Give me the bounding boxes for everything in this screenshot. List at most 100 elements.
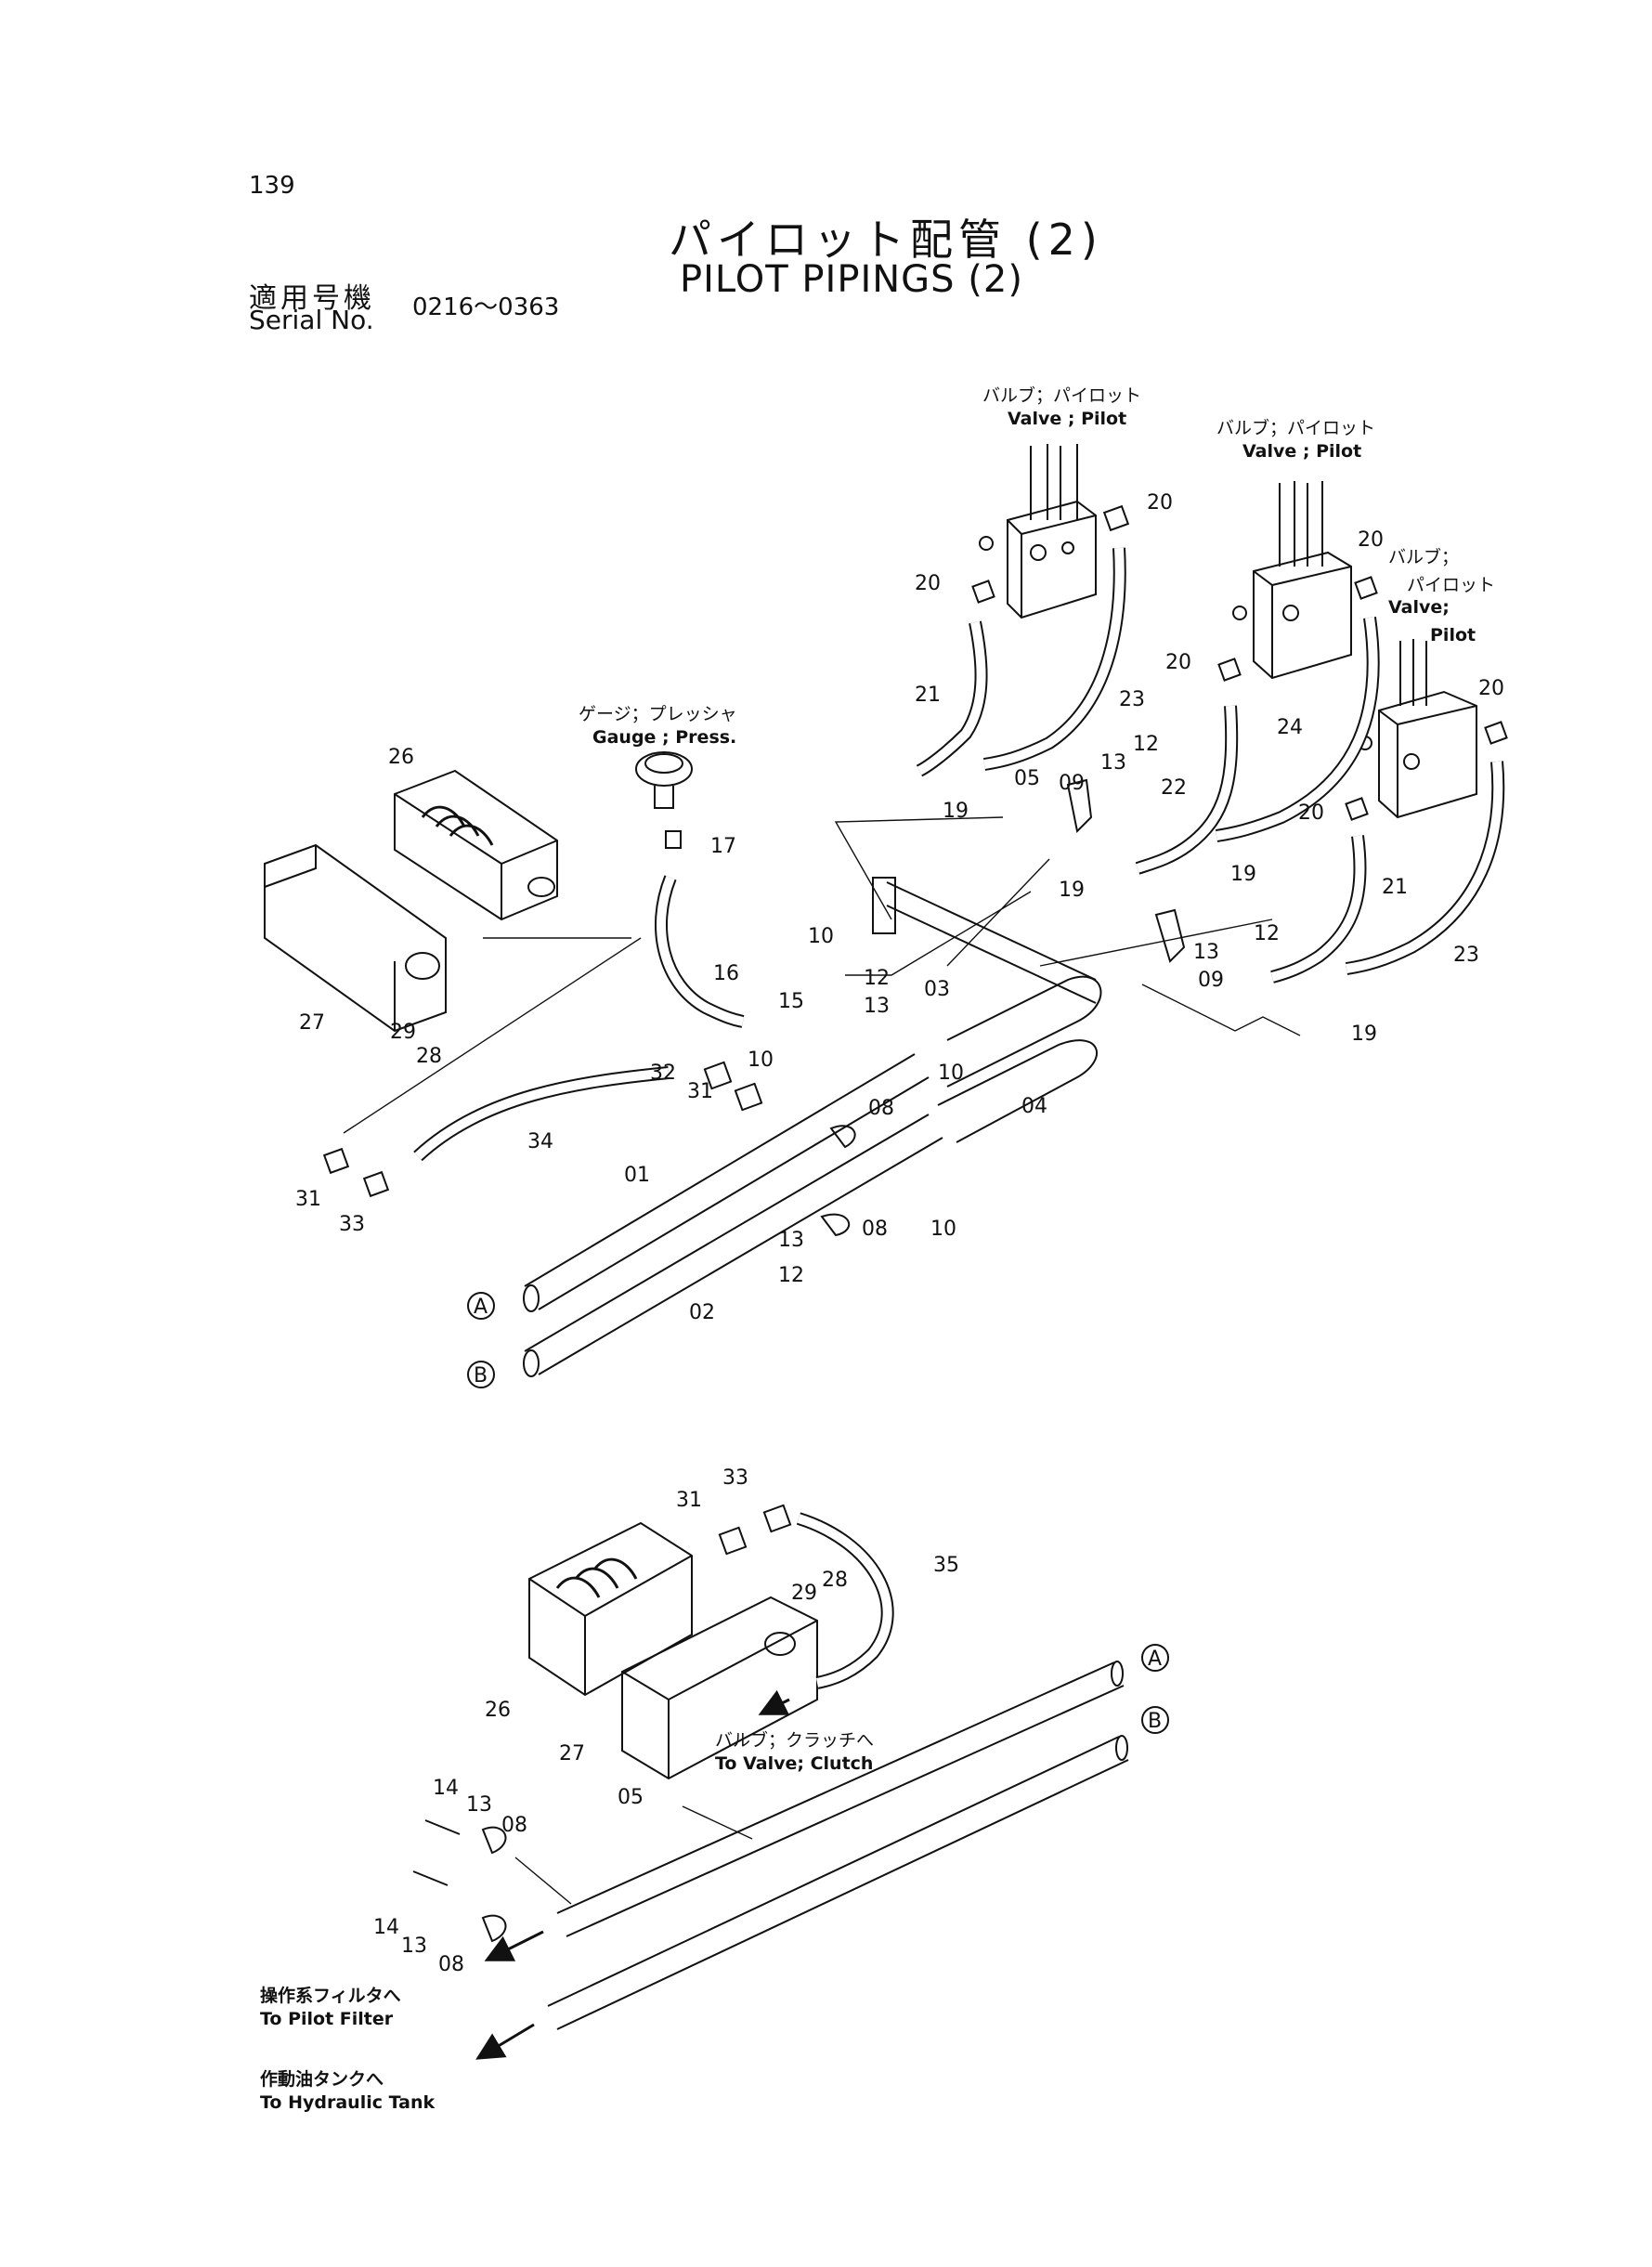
callout-33: 33: [722, 1466, 748, 1490]
caption-gauge-jp: ゲージ；プレッシャ: [579, 704, 737, 724]
callout-13: 13: [1100, 751, 1126, 775]
caption-filter-jp: 操作系フィルタへ: [260, 1985, 401, 2006]
callout-02: 02: [689, 1301, 715, 1324]
pipe-01: [523, 1053, 930, 1312]
callout-27: 27: [299, 1011, 325, 1035]
pilot-valve-2: [1232, 481, 1352, 680]
pressure-gauge: [635, 751, 693, 849]
callout-32: 32: [650, 1062, 676, 1085]
callout-20: 20: [1478, 677, 1504, 700]
callout-20: 20: [1298, 801, 1324, 825]
callout-21: 21: [915, 684, 941, 707]
pipe-03: [946, 975, 1102, 1088]
callout-29: 29: [390, 1021, 416, 1044]
callout-08: 08: [438, 1953, 464, 1976]
manifold-block: [872, 877, 1097, 1004]
caption-valve-pilot-1-en: Valve ; Pilot: [1008, 409, 1126, 429]
pipe-02: [523, 1114, 943, 1377]
callout-31: 31: [687, 1080, 713, 1103]
pilot-valve-3: [1358, 639, 1477, 819]
caption-valve-pilot-3-jp-a: バルブ；: [1388, 546, 1459, 567]
serial-range: 0216～0363: [412, 293, 560, 321]
caption-clutch-en: To Valve; Clutch: [715, 1753, 873, 1774]
caption-valve-pilot-1-jp: バルブ；パイロット: [982, 384, 1141, 406]
callout-12: 12: [864, 967, 890, 990]
callout-05: 05: [1014, 767, 1040, 790]
hose-21-upper: [916, 620, 988, 777]
page-number: 139: [249, 172, 295, 200]
callout-04: 04: [1021, 1095, 1047, 1118]
callout-31: 31: [676, 1489, 702, 1512]
callout-20: 20: [1165, 651, 1191, 674]
page-title-en: PILOT PIPINGS (2): [680, 258, 1023, 301]
callout-19: 19: [1351, 1023, 1377, 1046]
callout-27: 27: [559, 1742, 585, 1765]
callout-09: 09: [1059, 772, 1085, 795]
callout-28: 28: [822, 1569, 848, 1592]
callout-09: 09: [1198, 969, 1224, 992]
callout-35: 35: [933, 1554, 959, 1577]
hose-22: [1135, 705, 1239, 875]
callout-12: 12: [1133, 733, 1159, 756]
callout-26: 26: [485, 1699, 511, 1722]
callout-33: 33: [339, 1213, 365, 1236]
bracket-27-upper: [264, 843, 447, 1033]
marker-A-upper: A: [474, 1296, 488, 1319]
callout-24: 24: [1277, 716, 1303, 739]
callout-10: 10: [938, 1062, 964, 1085]
serial-label-jp: 適用号機: [249, 282, 375, 315]
callout-13: 13: [778, 1229, 804, 1252]
caption-clutch-jp: バルブ；クラッチへ: [715, 1729, 874, 1751]
pipe-04: [937, 1039, 1099, 1143]
callout-13: 13: [1193, 941, 1219, 964]
caption-valve-pilot-3-en-a: Valve;: [1388, 597, 1450, 618]
caption-tank-en: To Hydraulic Tank: [260, 2092, 435, 2113]
caption-valve-pilot-3-jp-b: パイロット: [1407, 575, 1495, 595]
callout-19: 19: [1059, 879, 1085, 902]
callout-31: 31: [295, 1188, 321, 1211]
caption-valve-pilot-2-jp: バルブ；パイロット: [1216, 417, 1375, 438]
hose-21-lower: [1270, 835, 1367, 984]
marker-B-lower: B: [1148, 1710, 1162, 1733]
callout-28: 28: [416, 1045, 442, 1068]
marker-A-lower: A: [1148, 1648, 1162, 1671]
callout-20: 20: [1358, 528, 1384, 552]
callout-08: 08: [862, 1218, 888, 1241]
accumulator-26-upper: [394, 769, 558, 921]
caption-gauge-en: Gauge ; Press.: [592, 727, 736, 748]
caption-tank-jp: 作動油タンクへ: [260, 2068, 384, 2090]
hose-23-lower: [1345, 761, 1505, 975]
callout-22: 22: [1161, 776, 1187, 800]
callout-21: 21: [1382, 876, 1408, 899]
caption-valve-pilot-2-en: Valve ; Pilot: [1242, 441, 1361, 462]
callout-12: 12: [1254, 922, 1280, 945]
pipe-lower-B: [547, 1735, 1129, 2030]
callout-19: 19: [943, 800, 969, 823]
callout-14: 14: [373, 1916, 399, 1939]
callout-03: 03: [924, 978, 950, 1001]
page-title-jp: パイロット配管 (2): [669, 215, 1103, 265]
callout-15: 15: [778, 990, 804, 1013]
serial-label-en: Serial No.: [249, 305, 374, 335]
callout-20: 20: [1147, 491, 1173, 515]
caption-valve-pilot-3-en-b: Pilot: [1430, 625, 1476, 645]
callout-08: 08: [501, 1814, 527, 1837]
callout-14: 14: [433, 1777, 459, 1800]
callout-10: 10: [748, 1049, 774, 1072]
callout-19: 19: [1230, 863, 1256, 886]
accumulator-26-lower: [528, 1521, 693, 1697]
pilot-valve-1: [979, 444, 1097, 619]
hose-24: [1215, 617, 1380, 842]
hose-34: [413, 1066, 670, 1162]
callout-05: 05: [618, 1786, 644, 1809]
callout-12: 12: [778, 1264, 804, 1287]
callout-20: 20: [915, 572, 941, 595]
bracket-27-lower: [621, 1596, 818, 1780]
caption-filter-en: To Pilot Filter: [260, 2009, 394, 2029]
hose-16: [655, 875, 745, 1028]
hose-23-upper: [982, 547, 1126, 771]
callout-26: 26: [388, 746, 414, 769]
callout-13: 13: [466, 1793, 492, 1817]
callout-13: 13: [401, 1935, 427, 1958]
